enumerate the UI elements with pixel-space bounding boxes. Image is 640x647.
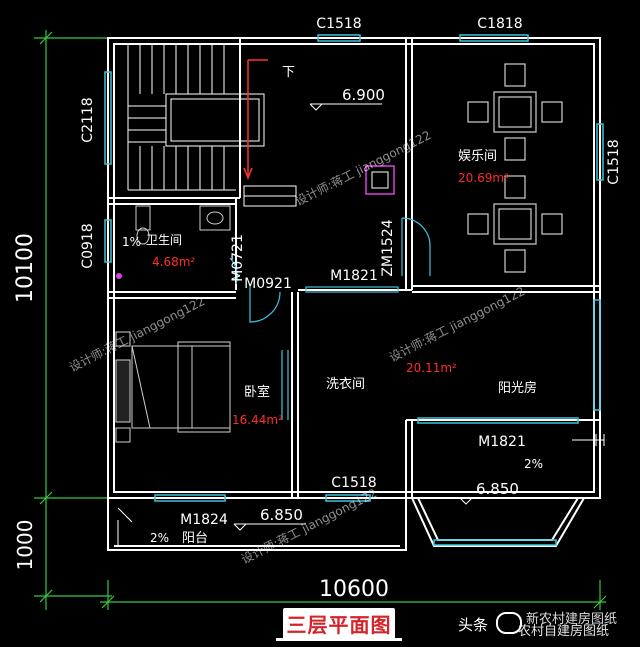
- door-label-m1821-right: M1821: [478, 434, 526, 450]
- credit-account-overlay: 农村自建房图纸: [518, 624, 610, 639]
- wechat-icon: [496, 612, 522, 634]
- slope-balcony: 2%: [150, 531, 169, 545]
- title-background: [283, 608, 395, 640]
- room-entertainment: 娱乐间: [458, 149, 497, 164]
- windows: [104, 34, 604, 546]
- mahjong-table-bottom: [467, 175, 563, 273]
- stair-arrow: [243, 59, 268, 181]
- credit-source: 头条: [458, 616, 489, 634]
- bathroom-fixtures: [135, 205, 231, 245]
- window-label-c1518-bottom: C1518: [331, 475, 376, 491]
- area-center: 20.11m²: [406, 361, 457, 375]
- door-corridor: [243, 185, 297, 207]
- level-balcony-label: 6.850: [260, 506, 303, 524]
- doors: [229, 217, 431, 420]
- window-label-c1818: C1818: [477, 16, 522, 32]
- railings: [117, 434, 605, 546]
- area-bathroom: 4.68m²: [152, 255, 195, 269]
- level-markers: [233, 103, 532, 531]
- plan-title: 三层平面图: [286, 613, 392, 637]
- room-bedroom: 卧室: [244, 384, 270, 400]
- room-balcony: 阳台: [182, 531, 208, 546]
- window-label-c0918: C0918: [80, 223, 96, 268]
- window-label-c2118: C2118: [80, 97, 96, 142]
- window-label-c1518-right: C1518: [606, 139, 622, 184]
- watermark-2: 设计师:蒋工 jianggong122: [67, 294, 207, 375]
- stairs: [127, 44, 265, 191]
- slope-bathroom: 1%: [122, 235, 141, 249]
- door-label-m0721: M0721: [230, 234, 246, 282]
- title-underline: [276, 638, 402, 641]
- room-bathroom: 卫生间: [146, 233, 182, 247]
- stair-down-label: 下: [282, 65, 295, 80]
- dim-overall-width: 10600: [319, 577, 389, 602]
- walls: [107, 37, 601, 551]
- level-right-label: 6.850: [476, 480, 519, 498]
- window-label-c1518-top: C1518: [316, 16, 361, 32]
- slope-right: 2%: [524, 457, 543, 471]
- door-label-m1824: M1824: [180, 512, 228, 528]
- mahjong-table-top: [467, 63, 563, 161]
- bed: [115, 331, 231, 443]
- door-label-m0921: M0921: [244, 276, 292, 292]
- door-label-m1821-mid: M1821: [330, 268, 378, 284]
- dim-overall-height: 10100: [13, 233, 38, 303]
- room-sunroom: 阳光房: [498, 380, 537, 396]
- watermark-3: 设计师:蒋工 jianggong122: [387, 284, 527, 365]
- level-top-label: 6.900: [342, 86, 385, 104]
- floor-drain-device: [116, 165, 395, 279]
- room-labels: 下 6.900 娱乐间 20.69m² 卫生间 4.68m² 1% 卧室 16.…: [122, 65, 543, 546]
- door-label-zm1524: ZM1524: [380, 219, 396, 276]
- room-laundry: 洗衣间: [326, 376, 365, 392]
- credit-account: 新农村建房图纸: [526, 612, 618, 627]
- dimension-lines: [34, 30, 607, 610]
- area-entertainment: 20.69m²: [458, 171, 509, 185]
- dim-balcony-depth: 1000: [13, 520, 37, 571]
- area-bedroom: 16.44m²: [232, 413, 283, 427]
